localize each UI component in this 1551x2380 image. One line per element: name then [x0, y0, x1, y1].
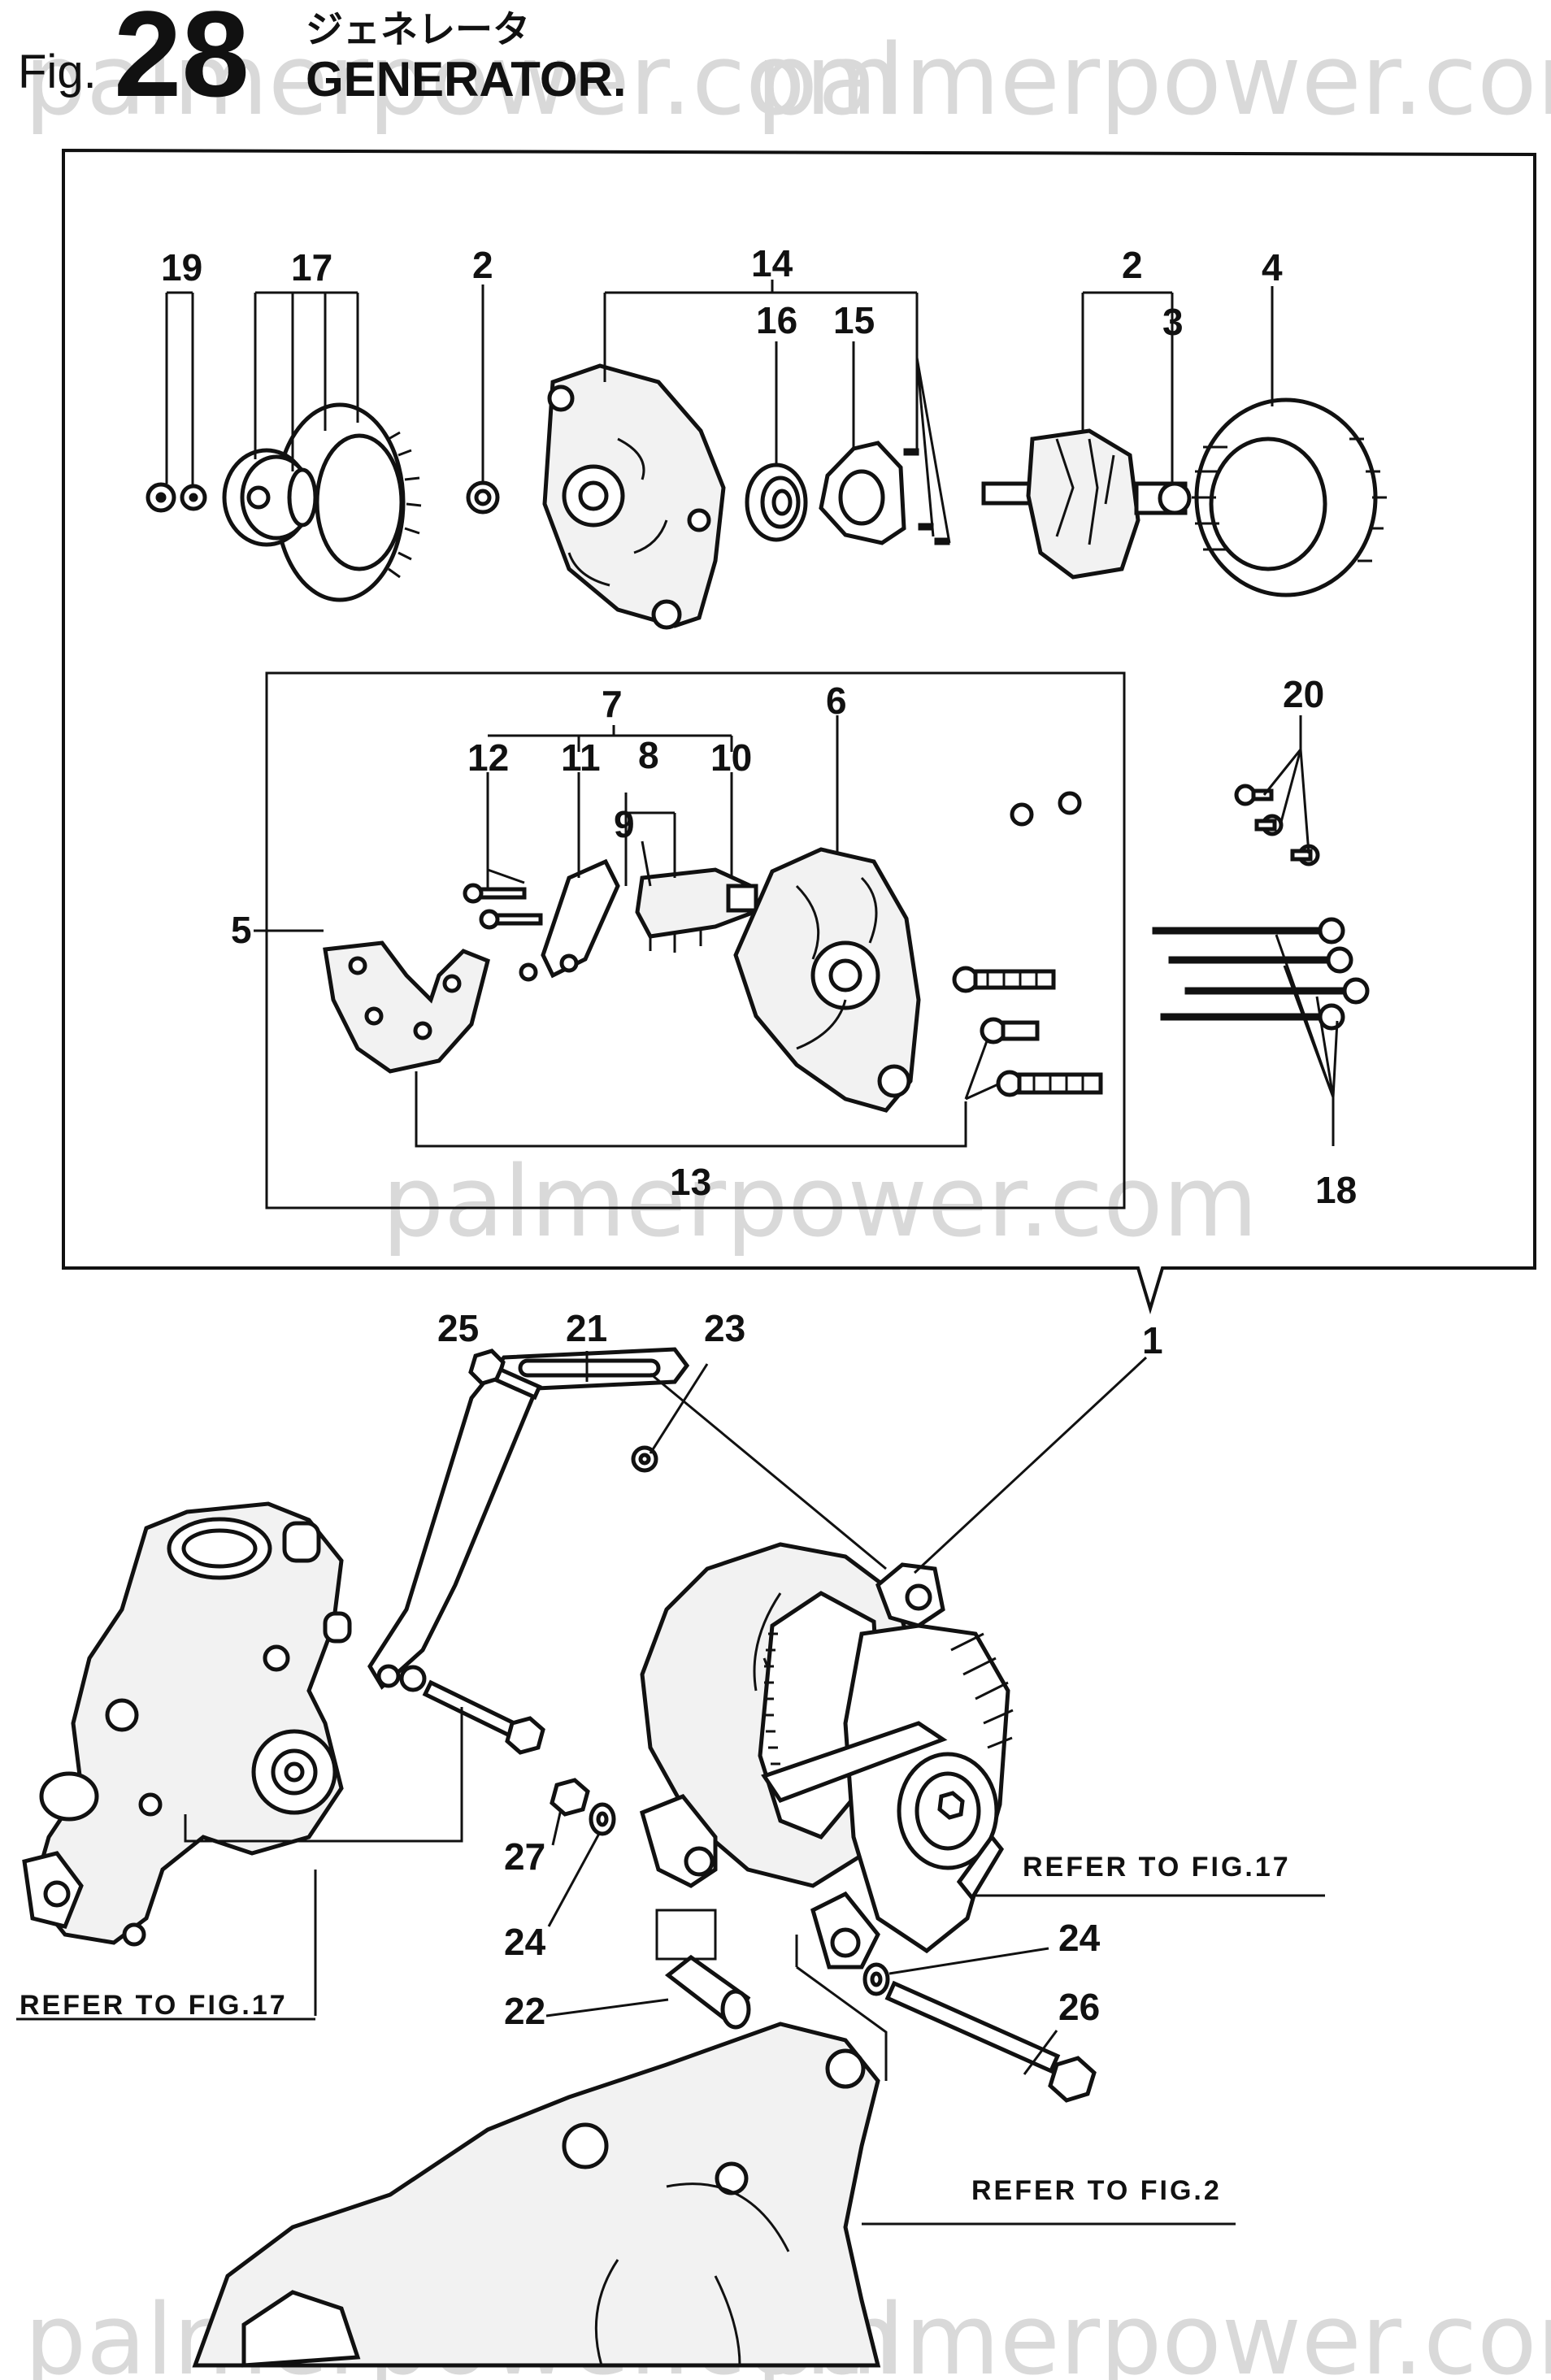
reference-notes: REFER TO FIG.17 REFER TO FIG.17 REFER TO…	[20, 1852, 1291, 2206]
label-3: 3	[1162, 301, 1184, 343]
gear-case	[192, 2022, 881, 2368]
label-12: 12	[467, 736, 509, 779]
label-27: 27	[504, 1835, 545, 1878]
label-5: 5	[231, 909, 252, 951]
label-22: 22	[504, 1990, 545, 2032]
part-19-nut-washer	[146, 482, 207, 513]
adjusting-shims	[655, 1909, 888, 2081]
watermark-top-right: palmerpower.com	[756, 24, 1551, 137]
label-8: 8	[638, 734, 659, 776]
part-6-rear-housing	[733, 847, 921, 1113]
label-1: 1	[1142, 1319, 1163, 1362]
refer-fig17-left: REFER TO FIG.17	[20, 1990, 288, 2021]
part-3-rotor	[981, 428, 1192, 580]
label-26: 26	[1058, 1986, 1100, 2028]
label-15: 15	[833, 299, 875, 341]
part-25-bolt	[468, 1349, 542, 1401]
watermark-top-left: palmerpower.com	[24, 24, 900, 137]
part-22-collar	[664, 1954, 751, 2030]
label-11: 11	[561, 736, 601, 779]
part-26-bolt	[884, 1980, 1097, 2103]
part-12-screws	[463, 883, 543, 982]
refer-fig2: REFER TO FIG.2	[971, 2175, 1222, 2206]
part-18-through-bolts	[1152, 917, 1370, 1031]
part-14-front-housing	[542, 363, 726, 630]
watermark-middle: palmerpower.com	[382, 1146, 1258, 1259]
part-15-retainer-plate	[819, 441, 906, 545]
label-2-top: 2	[472, 244, 493, 286]
label-14: 14	[751, 242, 793, 284]
label-17: 17	[291, 246, 332, 289]
label-24-left: 24	[504, 1921, 546, 1963]
part-labels: 19 17 2 14 16 15 2 3 4 7 6 20 12 11 8 10…	[161, 242, 1357, 2032]
part-13-terminal-bolts	[952, 966, 1103, 1097]
title-english: GENERATOR.	[306, 52, 626, 106]
label-2-right: 2	[1122, 244, 1143, 286]
part-11-brush-holder-plate	[541, 858, 620, 979]
label-9: 9	[614, 803, 635, 845]
box-leader-lines	[254, 715, 1339, 1148]
label-6: 6	[826, 680, 847, 722]
part-17-pulley-fan	[222, 402, 422, 602]
part-8-9-10-brush-assembly	[635, 867, 758, 953]
label-10: 10	[710, 736, 752, 779]
label-7: 7	[602, 683, 623, 725]
watermark-bottom-right: palmerpower.com	[756, 2284, 1551, 2380]
label-21: 21	[566, 1307, 607, 1349]
exploded-view-frame	[62, 148, 1536, 1314]
part-27-nut	[550, 1778, 590, 1817]
label-23: 23	[704, 1307, 745, 1349]
bracket-bolt	[399, 1665, 545, 1755]
label-20: 20	[1283, 673, 1324, 715]
part-1-generator-assembly	[639, 1542, 1014, 1970]
refer-fig17-right: REFER TO FIG.17	[1023, 1852, 1291, 1883]
figure-header: Fig. 28 ジェネレータ GENERATOR.	[18, 0, 626, 122]
label-16: 16	[756, 299, 797, 341]
water-pump	[22, 1501, 352, 1947]
fig-prefix: Fig.	[18, 46, 97, 98]
part-6-nuts	[1010, 791, 1082, 827]
label-25: 25	[437, 1307, 479, 1349]
label-13: 13	[670, 1161, 711, 1203]
part-4-stator	[1192, 397, 1387, 597]
part-24-washer-left	[589, 1802, 616, 1836]
part-16-bearing	[745, 463, 808, 542]
part-24-washer-right	[862, 1962, 890, 1996]
part-5-rectifier	[323, 940, 490, 1074]
label-24-right: 24	[1058, 1917, 1101, 1959]
top-leader-lines	[165, 280, 1274, 544]
part-2-spacer	[466, 480, 500, 515]
label-4: 4	[1262, 246, 1283, 289]
lower-leader-lines	[16, 1351, 1325, 2226]
rear-housing-subframe	[265, 671, 1126, 1210]
title-japanese: ジェネレータ	[306, 7, 530, 51]
part-21-adjusting-bracket	[367, 1347, 690, 1690]
fig-number: 28	[114, 0, 250, 122]
label-18: 18	[1315, 1169, 1357, 1211]
label-19: 19	[161, 246, 202, 289]
